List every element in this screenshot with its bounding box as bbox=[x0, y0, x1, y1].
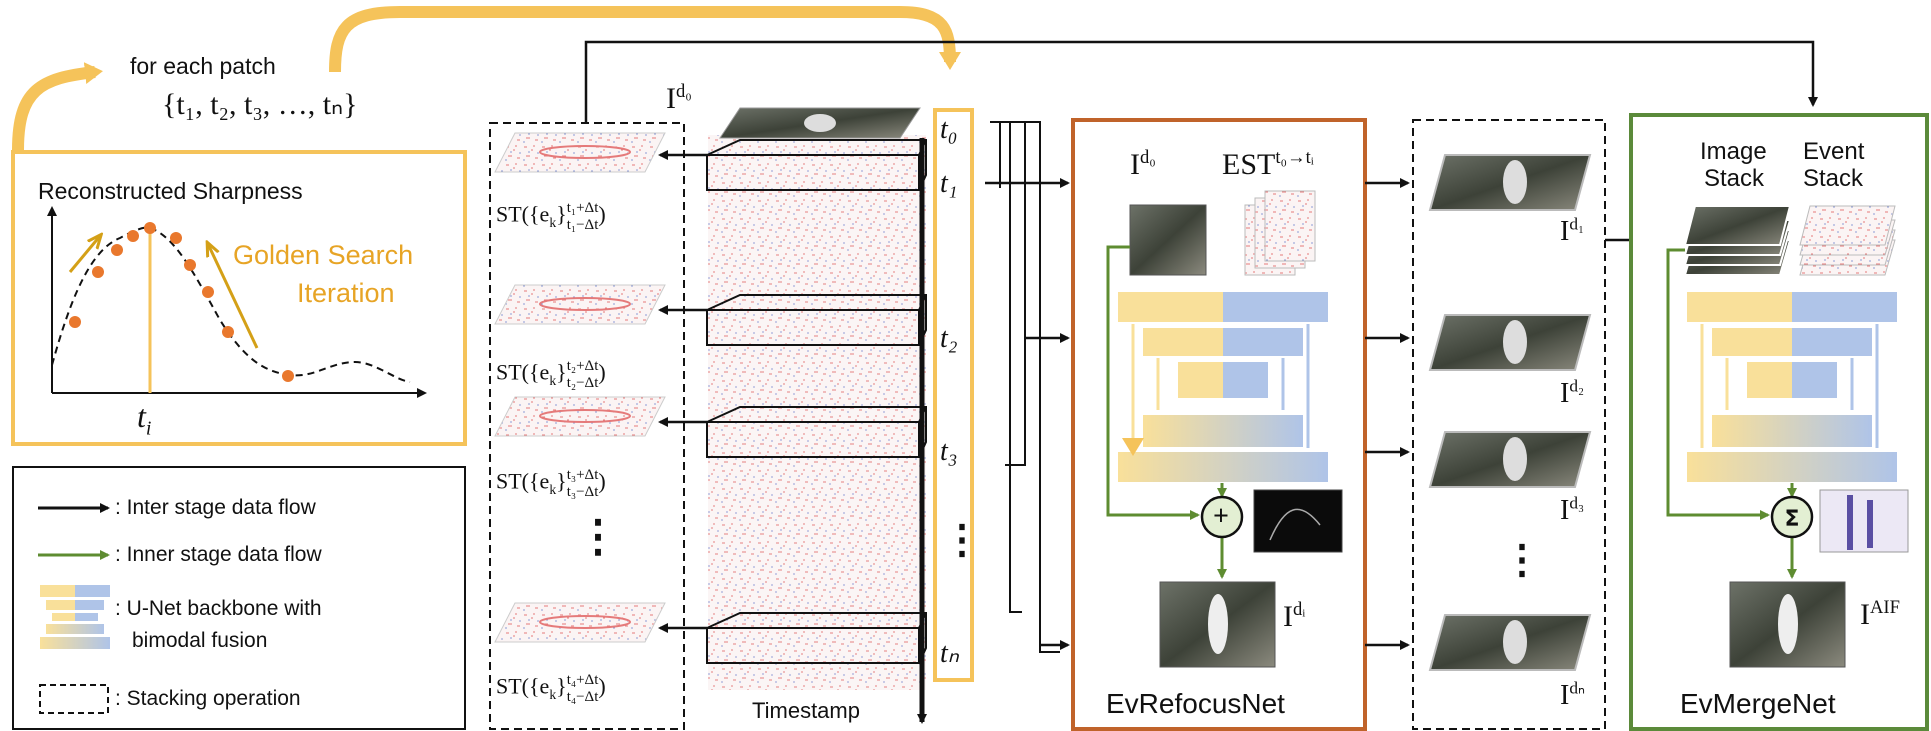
refocus-unet bbox=[1118, 292, 1328, 482]
event-volume bbox=[658, 107, 927, 724]
image-stack-line1: Image bbox=[1700, 138, 1767, 165]
timeline-box bbox=[933, 108, 974, 682]
refocused-images bbox=[1428, 154, 1592, 671]
sample-dots bbox=[69, 222, 294, 382]
refocus-plus-sign: + bbox=[1213, 501, 1229, 532]
golden-search-line1: Golden Search bbox=[233, 240, 414, 270]
image-stack-icon bbox=[1683, 205, 1792, 276]
golden-search-line2: Iteration bbox=[297, 278, 395, 308]
golden-arrow-left bbox=[68, 236, 100, 273]
merge-inner-flow bbox=[1666, 248, 1797, 579]
bracket-routing bbox=[990, 121, 1060, 653]
gold-flow-arrows bbox=[12, 6, 961, 151]
inter-stage-top-route bbox=[584, 40, 1818, 123]
stack-vdots: ⋮ bbox=[1502, 537, 1542, 582]
timeline-t0: t₀ bbox=[940, 114, 958, 145]
refocus-est-label: ESTt₀→tᵢ bbox=[1222, 147, 1314, 181]
refocus-inner-flow bbox=[1106, 245, 1227, 579]
stack-label-d2: Id₂ bbox=[1560, 376, 1585, 409]
event-stack-line1: Event bbox=[1803, 138, 1865, 165]
svg-text:Σ: Σ bbox=[1784, 507, 1799, 532]
event-stack-icon bbox=[1799, 205, 1896, 276]
legend-unet-icon bbox=[40, 585, 110, 649]
timeline-vdots: ⋮ bbox=[942, 517, 982, 562]
timeline-t3: t₃ bbox=[940, 436, 958, 467]
refocus-output-label: Idᵢ bbox=[1283, 599, 1306, 633]
merge-weighted-sum-node bbox=[1770, 495, 1814, 539]
merge-output-label: IAIF bbox=[1860, 597, 1900, 631]
sharpness-curve bbox=[51, 226, 411, 383]
legend-inter-label: : Inter stage data flow bbox=[115, 496, 316, 519]
legend-unet-label1: : U-Net backbone with bbox=[115, 597, 322, 620]
refocus-input-image bbox=[1129, 204, 1207, 276]
refocus-residual-map bbox=[1253, 489, 1343, 553]
stack-label-d1: Id₁ bbox=[1560, 214, 1585, 247]
image-stack-line2: Stack bbox=[1704, 165, 1765, 192]
legend-box bbox=[12, 466, 466, 730]
stack-label-dn: Idₙ bbox=[1560, 678, 1585, 711]
id0-label: Id₀ bbox=[666, 81, 692, 115]
golden-arrow-right bbox=[208, 244, 259, 349]
sharpness-title: Reconstructed Sharpness bbox=[38, 178, 303, 204]
legend-stacking-icon bbox=[39, 684, 109, 714]
refocused-stack-frame bbox=[1412, 119, 1606, 730]
legend-stacking-label: : Stacking operation bbox=[115, 687, 301, 710]
sharpness-plot bbox=[47, 206, 427, 398]
evrefocusnet-title: EvRefocusNet bbox=[1106, 688, 1285, 719]
time-set-label: {t₁, t₂, t₃, …, tₙ} bbox=[162, 88, 358, 121]
for-each-patch-label: for each patch bbox=[130, 53, 276, 79]
timeline-tn: tₙ bbox=[940, 638, 959, 669]
refocus-input-arrows bbox=[985, 178, 1070, 650]
st-slices bbox=[494, 132, 666, 643]
refocus-to-stack-arrows bbox=[1365, 178, 1410, 650]
evmergenet-title: EvMergeNet bbox=[1680, 688, 1836, 719]
refocus-input-label: Id₀ bbox=[1130, 147, 1156, 181]
timeline-t1: t₁ bbox=[940, 168, 958, 199]
timestamp-label: Timestamp bbox=[752, 698, 860, 723]
timeline-t2: t₂ bbox=[940, 323, 958, 354]
merge-weight-map bbox=[1819, 489, 1909, 553]
ti-axis-label: ti bbox=[137, 398, 152, 440]
refocus-add-node bbox=[1200, 495, 1244, 539]
sharpness-panel bbox=[11, 150, 467, 446]
event-stack-line2: Stack bbox=[1803, 165, 1864, 192]
stack-label-d3: Id₃ bbox=[1560, 493, 1585, 526]
legend-inner-label: : Inner stage data flow bbox=[115, 543, 322, 566]
est-volume-icon bbox=[1244, 190, 1316, 276]
merge-unet bbox=[1687, 292, 1897, 482]
legend-unet-label2: bimodal fusion bbox=[132, 629, 268, 652]
st-vdots: ⋮ bbox=[576, 512, 620, 561]
st-stack-frame bbox=[489, 122, 685, 730]
